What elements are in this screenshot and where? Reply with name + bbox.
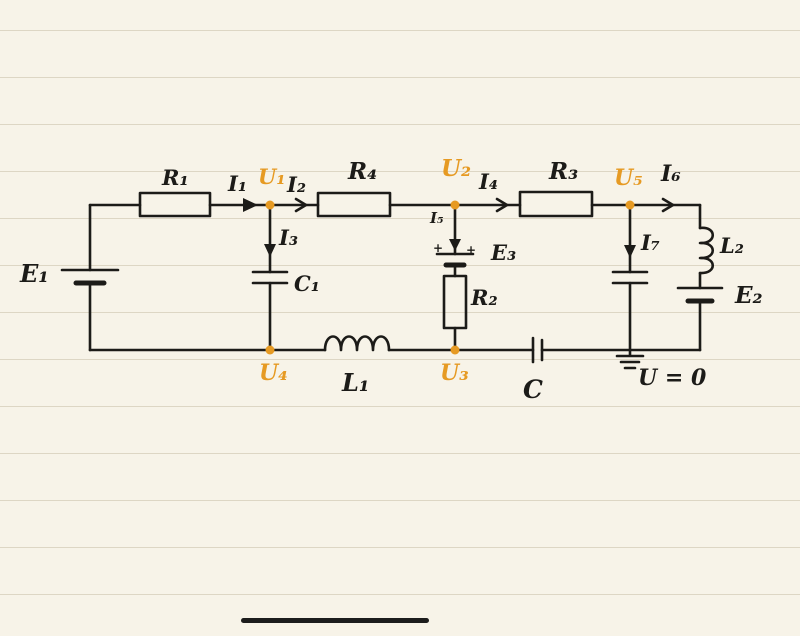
label-ground: U = 0 [638,365,707,391]
home-indicator-bar[interactable] [241,618,429,623]
capacitor-c1 [251,270,289,285]
inductor-l2 [698,226,715,275]
ground-symbol [615,348,645,370]
label-i6: I₆ [661,161,681,187]
label-i5: I₅ [430,209,444,227]
arrow-i2 [294,197,308,213]
label-e2: E₂ [735,282,763,309]
capacitor-i7-branch [611,270,649,285]
arrow-i1 [243,198,258,212]
arrow-i4 [495,197,509,213]
label-i2: I₂ [287,172,307,197]
wires [88,203,702,352]
label-e3-plus-left: + [433,241,444,255]
label-l2: L₂ [720,233,744,258]
label-u4: U₄ [259,360,288,386]
current-chevrons [294,197,675,213]
label-e1: E₁ [20,259,49,288]
inductor-l1 [323,335,391,352]
label-i4: I₄ [479,169,499,194]
current-arrowheads [243,198,636,258]
label-e3-plus-right: + [466,243,477,257]
battery-e1 [60,268,120,286]
arrow-i5 [449,239,461,251]
label-e3: E₃ [491,240,517,265]
battery-e2 [676,286,724,304]
label-u3: U₃ [440,360,469,386]
label-r4: R₄ [348,158,378,185]
node-u5 [625,200,635,210]
node-u1 [265,200,275,210]
node-u3 [450,345,460,355]
label-i1: I₁ [228,171,248,196]
resistor-r2 [442,274,468,330]
node-u4 [265,345,275,355]
resistor-r4 [316,191,392,218]
label-c1: C₁ [294,271,320,296]
label-u2: U₂ [441,155,472,182]
arrow-i6 [661,197,675,213]
label-i7: I₇ [641,230,661,255]
label-u1: U₁ [258,164,286,189]
node-u2 [450,200,460,210]
resistor-r1 [138,191,212,218]
battery-e3 [435,252,475,268]
label-i3: I₃ [279,225,299,250]
label-r1: R₁ [162,165,189,190]
label-u5: U₅ [614,165,643,191]
label-r3: R₃ [549,158,579,185]
potential-nodes [265,200,635,355]
arrow-i3 [264,244,276,257]
label-l1: L₁ [342,368,370,397]
label-c: C [523,375,543,404]
resistor-r3 [518,190,594,218]
arrow-i7 [624,245,636,258]
capacitor-c [531,336,544,364]
label-r2: R₂ [471,285,498,310]
